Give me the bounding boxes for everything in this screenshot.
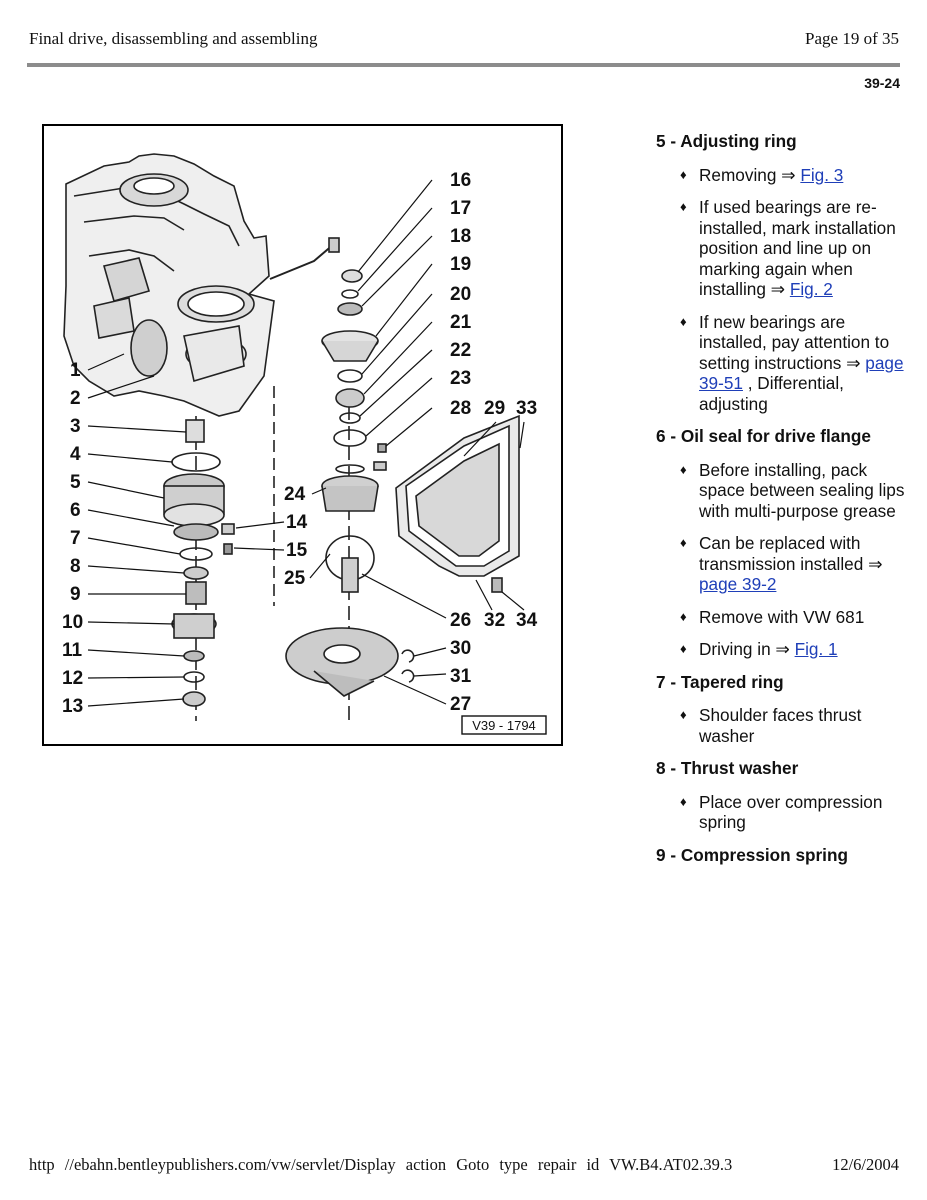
item-heading: 8 - Thrust washer (656, 758, 799, 778)
link-page-39-51[interactable]: page 39-51 (699, 352, 904, 394)
bullet-text: If new bearings are installed, pay atten… (699, 311, 890, 373)
diamond-bullet-icon: ♦ (680, 313, 687, 329)
label-3: 3 (70, 416, 81, 437)
link-page-39-2[interactable]: page 39-2 (699, 574, 777, 594)
final-drive-exploded-diagram: 1 2 3 4 5 6 7 8 9 10 11 12 13 16 17 18 1… (62, 153, 547, 735)
bullet-text: If used bearings are re-installed, mark … (699, 197, 896, 299)
bullet-text: Remove with VW 681 (699, 606, 865, 627)
parts-description-list: 5 - Adjusting ring ♦ Removing ⇒ Fig. 3 ♦ I… (656, 131, 906, 878)
bullet: ♦ If used bearings are re-installed, mark… (656, 197, 906, 300)
bullet-text: Shoulder faces thrust washer (699, 705, 862, 746)
label-30: 30 (450, 638, 471, 659)
document-number: 39-24 (864, 75, 900, 91)
link-fig-1[interactable]: Fig. 1 (794, 639, 838, 659)
exploded-view-illustration: 1 2 3 4 5 6 7 8 9 10 11 12 13 16 17 18 1… (42, 124, 563, 746)
label-18: 18 (450, 226, 471, 247)
page-title: Final drive, disassembling and assemblin… (29, 29, 318, 48)
label-32: 32 (484, 610, 505, 631)
label-24: 24 (284, 484, 306, 505)
label-11: 11 (62, 640, 83, 661)
figure-code: V39 - 1794 (472, 718, 536, 733)
label-25: 25 (284, 568, 306, 589)
bullet: ♦ Place over compression spring (656, 792, 906, 833)
bullet: ♦ If new bearings are installed, pay atte… (656, 312, 906, 415)
bullet: ♦ Can be replaced with transmission insta… (656, 533, 906, 595)
header-divider (27, 63, 900, 67)
bullet-text-after: , Differential, adjusting (699, 373, 844, 414)
item-8: 8 - Thrust washer ♦ Place over compressio… (656, 758, 906, 833)
diamond-bullet-icon: ♦ (680, 199, 687, 214)
diamond-bullet-icon: ♦ (680, 608, 687, 624)
bullet: ♦ Driving in ⇒ Fig. 1 (656, 639, 906, 660)
diamond-bullet-icon: ♦ (680, 641, 687, 656)
label-9: 9 (70, 584, 81, 605)
bullet: ♦ Before installing, pack space between s… (656, 460, 906, 522)
page-number: Page 19 of 35 (805, 29, 899, 48)
label-23: 23 (450, 368, 471, 389)
figure-code-box (461, 715, 547, 735)
label-7: 7 (70, 528, 81, 549)
label-19: 19 (450, 254, 471, 275)
diamond-bullet-icon: ♦ (680, 535, 687, 550)
label-4: 4 (70, 444, 81, 465)
bullet-text: Can be replaced with transmission instal… (699, 533, 883, 574)
label-8: 8 (70, 556, 81, 577)
label-13: 13 (62, 696, 83, 717)
bullet-text: Before installing, pack space between se… (699, 459, 905, 521)
label-21: 21 (450, 312, 472, 333)
bullet: ♦ Remove with VW 681 (656, 607, 906, 628)
label-1: 1 (70, 360, 81, 381)
diamond-bullet-icon: ♦ (680, 166, 687, 182)
label-10: 10 (62, 612, 83, 633)
label-5: 5 (70, 472, 81, 493)
label-27: 27 (450, 694, 471, 715)
diamond-bullet-icon: ♦ (680, 707, 687, 722)
label-26: 26 (450, 610, 471, 631)
item-heading: 7 - Tapered ring (656, 671, 784, 692)
label-20: 20 (450, 284, 471, 305)
label-31: 31 (450, 666, 472, 687)
label-34: 34 (516, 610, 538, 631)
item-6: 6 - Oil seal for drive flange ♦ Before in… (656, 426, 906, 660)
item-heading: 5 - Adjusting ring (656, 131, 797, 151)
label-22: 22 (450, 340, 471, 361)
label-16: 16 (450, 170, 471, 191)
diamond-bullet-icon: ♦ (680, 461, 687, 477)
label-6: 6 (70, 500, 81, 521)
label-33: 33 (516, 398, 537, 419)
footer-url: http //ebahn.bentleypublishers.com/vw/se… (29, 1155, 733, 1174)
bullet-text: Place over compression spring (699, 791, 883, 833)
bullet: ♦ Removing ⇒ Fig. 3 (656, 165, 906, 186)
label-2: 2 (70, 388, 81, 409)
link-fig-2[interactable]: Fig. 2 (789, 279, 833, 299)
bullet: ♦ Shoulder faces thrust washer (656, 705, 906, 746)
label-14: 14 (286, 512, 308, 533)
bullet-text: Removing ⇒ (699, 164, 801, 185)
label-29: 29 (484, 398, 505, 419)
item-7: 7 - Tapered ring ♦ Shoulder faces thrust … (656, 672, 906, 747)
bullet-text: Driving in ⇒ (699, 639, 795, 659)
item-5: 5 - Adjusting ring ♦ Removing ⇒ Fig. 3 ♦ I… (656, 131, 906, 414)
item-heading: 9 - Compression spring (656, 844, 848, 865)
item-heading: 6 - Oil seal for drive flange (656, 426, 871, 446)
link-fig-3[interactable]: Fig. 3 (800, 164, 844, 185)
diamond-bullet-icon: ♦ (680, 793, 687, 809)
footer-date: 12/6/2004 (832, 1155, 899, 1174)
label-17: 17 (450, 198, 471, 219)
label-12: 12 (62, 668, 83, 689)
item-9: 9 - Compression spring (656, 845, 906, 866)
label-15: 15 (286, 540, 308, 561)
label-28: 28 (450, 398, 471, 419)
